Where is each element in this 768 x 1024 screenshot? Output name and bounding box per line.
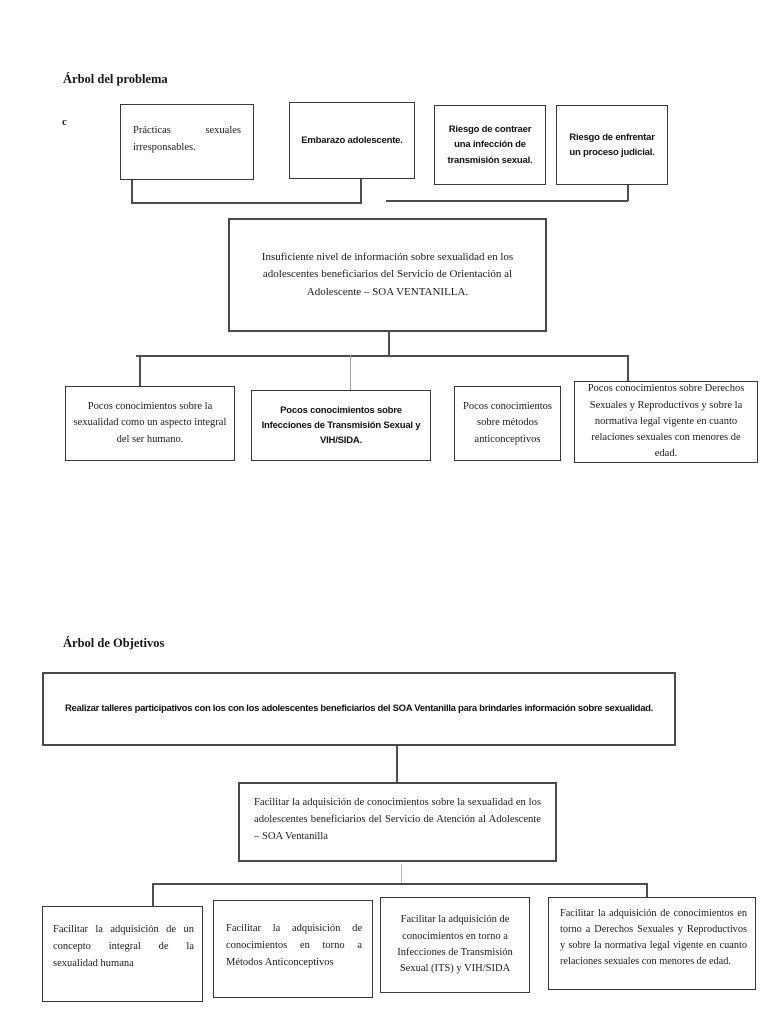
objectives-core-box: Facilitar la adquisición de conocimiento… [238,782,557,862]
objectives-means-text-1: Facilitar la adquisición de un concepto … [53,924,194,969]
connector-line [139,355,141,387]
connector-line [627,355,629,382]
connector-line [388,332,390,356]
stray-character: c [62,116,67,128]
objectives-means-box-2: Facilitar la adquisición de conocimiento… [213,900,373,998]
problem-effect-box-1: Prácticas sexuales irresponsables. [120,104,254,180]
objectives-means-box-3: Facilitar la adquisición de conocimiento… [380,897,530,993]
problem-cause-box-3: Pocos conocimientos sobre métodos antico… [454,386,561,461]
problem-effect-box-3: Riesgo de contraer una infección de tran… [434,105,546,185]
connector-line [386,200,628,202]
problem-cause-box-1: Pocos conocimientos sobre la sexualidad … [65,386,235,461]
problem-cause-box-2: Pocos conocimientos sobre Infecciones de… [251,390,431,461]
connector-line [627,185,629,201]
connector-line [360,179,362,203]
problem-effect-box-4: Riesgo de enfrentar un proceso judicial. [556,105,668,185]
objectives-means-text-2: Facilitar la adquisición de conocimiento… [226,923,362,968]
objectives-means-text-4: Facilitar la adquisición de conocimiento… [560,908,747,968]
objectives-tree-title: Árbol de Objetivos [63,636,165,650]
connector-line [152,883,647,885]
problem-effect-text-1: Prácticas sexuales irresponsables. [133,125,241,153]
connector-line [152,883,154,907]
connector-line [131,180,133,203]
objectives-means-box-1: Facilitar la adquisición de un concepto … [42,906,203,1002]
objectives-means-box-4: Facilitar la adquisición de conocimiento… [548,897,756,990]
problem-cause-box-4: Pocos conocimientos sobre Derechos Sexua… [574,381,758,463]
problem-tree-title: Árbol del problema [63,72,168,86]
problem-effect-box-2: Embarazo adolescente. [289,102,415,179]
connector-line [136,355,628,357]
objectives-main-box: Realizar talleres participativos con los… [42,672,676,746]
connector-line [646,883,648,901]
connector-line [350,355,351,391]
connector-line [396,746,398,783]
problem-core-box: Insuficiente nivel de información sobre … [228,218,547,332]
connector-line [401,864,402,884]
objectives-core-text: Facilitar la adquisición de conocimiento… [254,797,541,842]
connector-line [131,202,362,204]
